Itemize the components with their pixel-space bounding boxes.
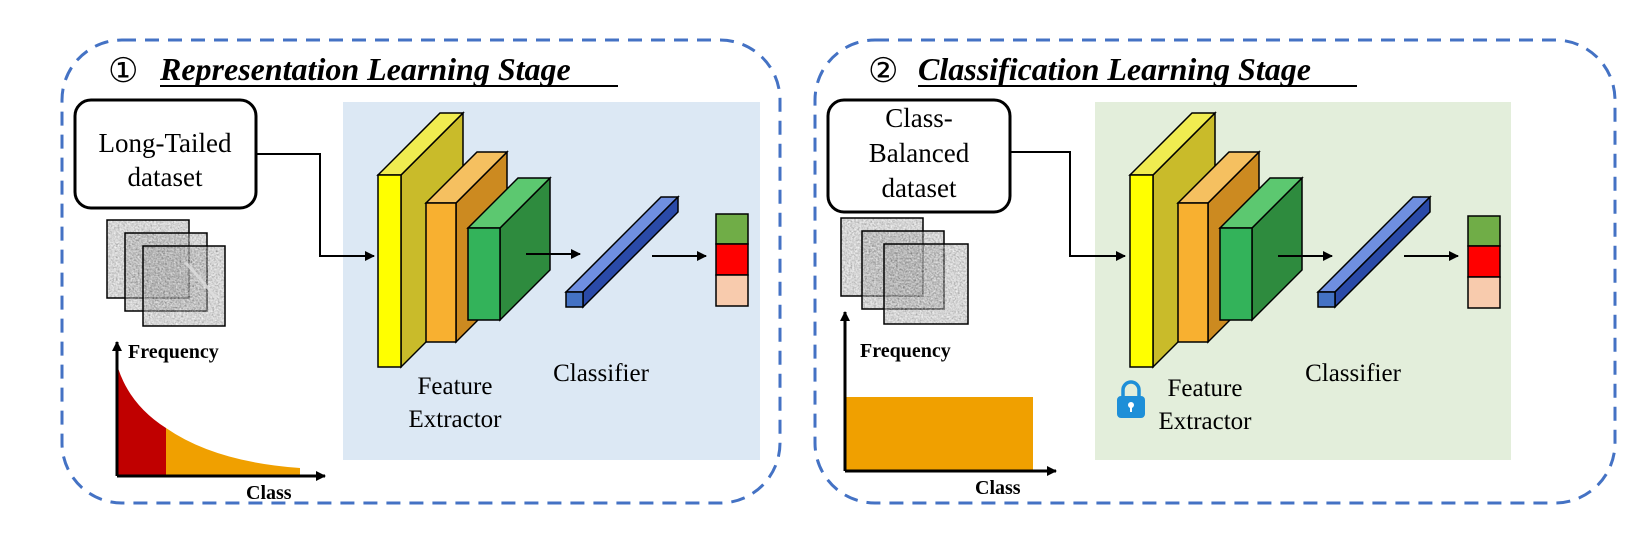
stage-1-sample-images — [106, 219, 226, 327]
stage-1-output-vector — [715, 213, 749, 307]
stage-2-dataset-label-line3: dataset — [882, 173, 957, 203]
lock-icon — [1117, 380, 1145, 418]
stage-2-y-axis-label: Frequency — [860, 340, 951, 362]
stage-1: ① Representation Learning Stage Long-Tai… — [60, 38, 782, 505]
stage-1-y-axis-label: Frequency — [128, 341, 219, 363]
stage-2-dataset-box — [826, 98, 1012, 214]
stage-1-number: ① — [108, 53, 138, 90]
stage-2-classifier — [1316, 195, 1432, 309]
stage-1-border — [60, 38, 782, 505]
stage-2-number: ② — [868, 53, 898, 90]
stage-1-title: Representation Learning Stage — [159, 51, 571, 87]
stage-1-classifier-label: Classifier — [553, 360, 649, 387]
stage-2-dataset-label-line1: Class- — [885, 103, 953, 133]
stage-2-x-axis-label: Class — [975, 477, 1021, 499]
stage-1-dataset-label-line2: dataset — [128, 162, 203, 192]
stage-2-frequency-plot: Frequency Class — [840, 311, 1057, 499]
stage-2-border — [813, 38, 1617, 505]
stage-1-dataset-label-line1: Long-Tailed — [98, 128, 232, 158]
stage-2: ② Classification Learning Stage Class- B… — [813, 38, 1617, 505]
stage-1-frequency-plot: Frequency Class — [112, 341, 326, 504]
stage-1-feature-label-line2: Extractor — [408, 406, 502, 433]
stage-1-classifier — [564, 195, 680, 309]
stage-1-head-area — [118, 368, 166, 476]
stage-1-x-axis-label: Class — [246, 482, 292, 504]
stage-2-sample-images — [840, 217, 969, 325]
stage-1-feature-label-line1: Feature — [418, 373, 493, 400]
stage-2-classifier-label: Classifier — [1305, 360, 1401, 387]
stage-2-feature-label-line2: Extractor — [1158, 408, 1252, 435]
stage-1-tail-area — [166, 428, 300, 476]
stage-1-feature-extractor — [376, 111, 552, 369]
stage-2-uniform-area — [846, 397, 1033, 471]
stage-2-title: Classification Learning Stage — [918, 51, 1311, 87]
stage-2-output-vector — [1467, 215, 1501, 309]
stage-2-feature-label-line1: Feature — [1168, 375, 1243, 402]
stage-2-dataset-label-line2: Balanced — [869, 138, 970, 168]
stage-2-feature-extractor — [1128, 111, 1304, 369]
